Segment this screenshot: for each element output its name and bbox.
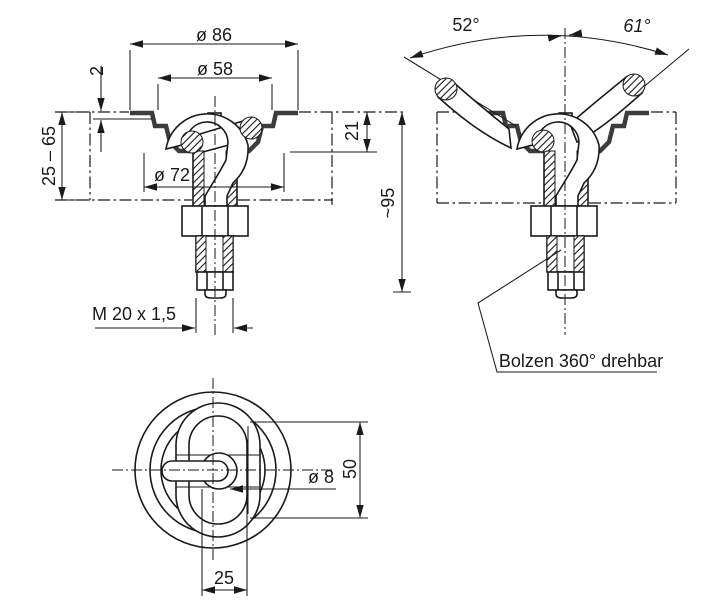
dim-tilt-left: 52° [452, 15, 480, 35]
note-bolt-swivel: Bolzen 360° drehbar [498, 351, 664, 371]
bolt-end-section [180, 130, 204, 154]
lower-hex [547, 271, 585, 291]
ring-wire-section [239, 116, 263, 140]
dim-opening-height: 50 [340, 458, 360, 480]
dim-recess-depth: 21 [342, 120, 362, 142]
bolt-tip [555, 289, 578, 299]
thread-hatch [192, 150, 205, 207]
dim-wire-diameter: ø 8 [307, 467, 335, 487]
ring-wire-section [434, 77, 458, 101]
dim-pitch-diameter: ø 72 [153, 165, 191, 185]
dim-flange-thickness: 2 [87, 65, 107, 77]
dim-tilt-right: 61° [623, 16, 651, 36]
top-view [112, 378, 368, 596]
angle-arc [409, 34, 669, 59]
swivel-section-view [290, 28, 690, 373]
bolt-end-section [531, 129, 555, 153]
dish-profile-left [481, 110, 544, 154]
dim-slot-width: 25 [213, 568, 235, 588]
bolt-cross-bar [161, 460, 229, 482]
hex-nut [530, 205, 598, 237]
dim-mounting-range: 25 – 65 [39, 125, 59, 187]
dim-recess-diameter: ø 58 [196, 59, 234, 79]
ring-wire-section [622, 73, 646, 97]
note-leader-line [477, 249, 657, 373]
dim-flange-diameter: ø 86 [195, 25, 233, 45]
thread-hatch [543, 150, 556, 207]
dim-thread: M 20 x 1,5 [91, 304, 177, 324]
front-section-view [55, 40, 405, 335]
dim-overall-length: ~95 [378, 187, 398, 219]
dish-profile-right [588, 110, 649, 154]
dish-profile-left [130, 110, 193, 154]
